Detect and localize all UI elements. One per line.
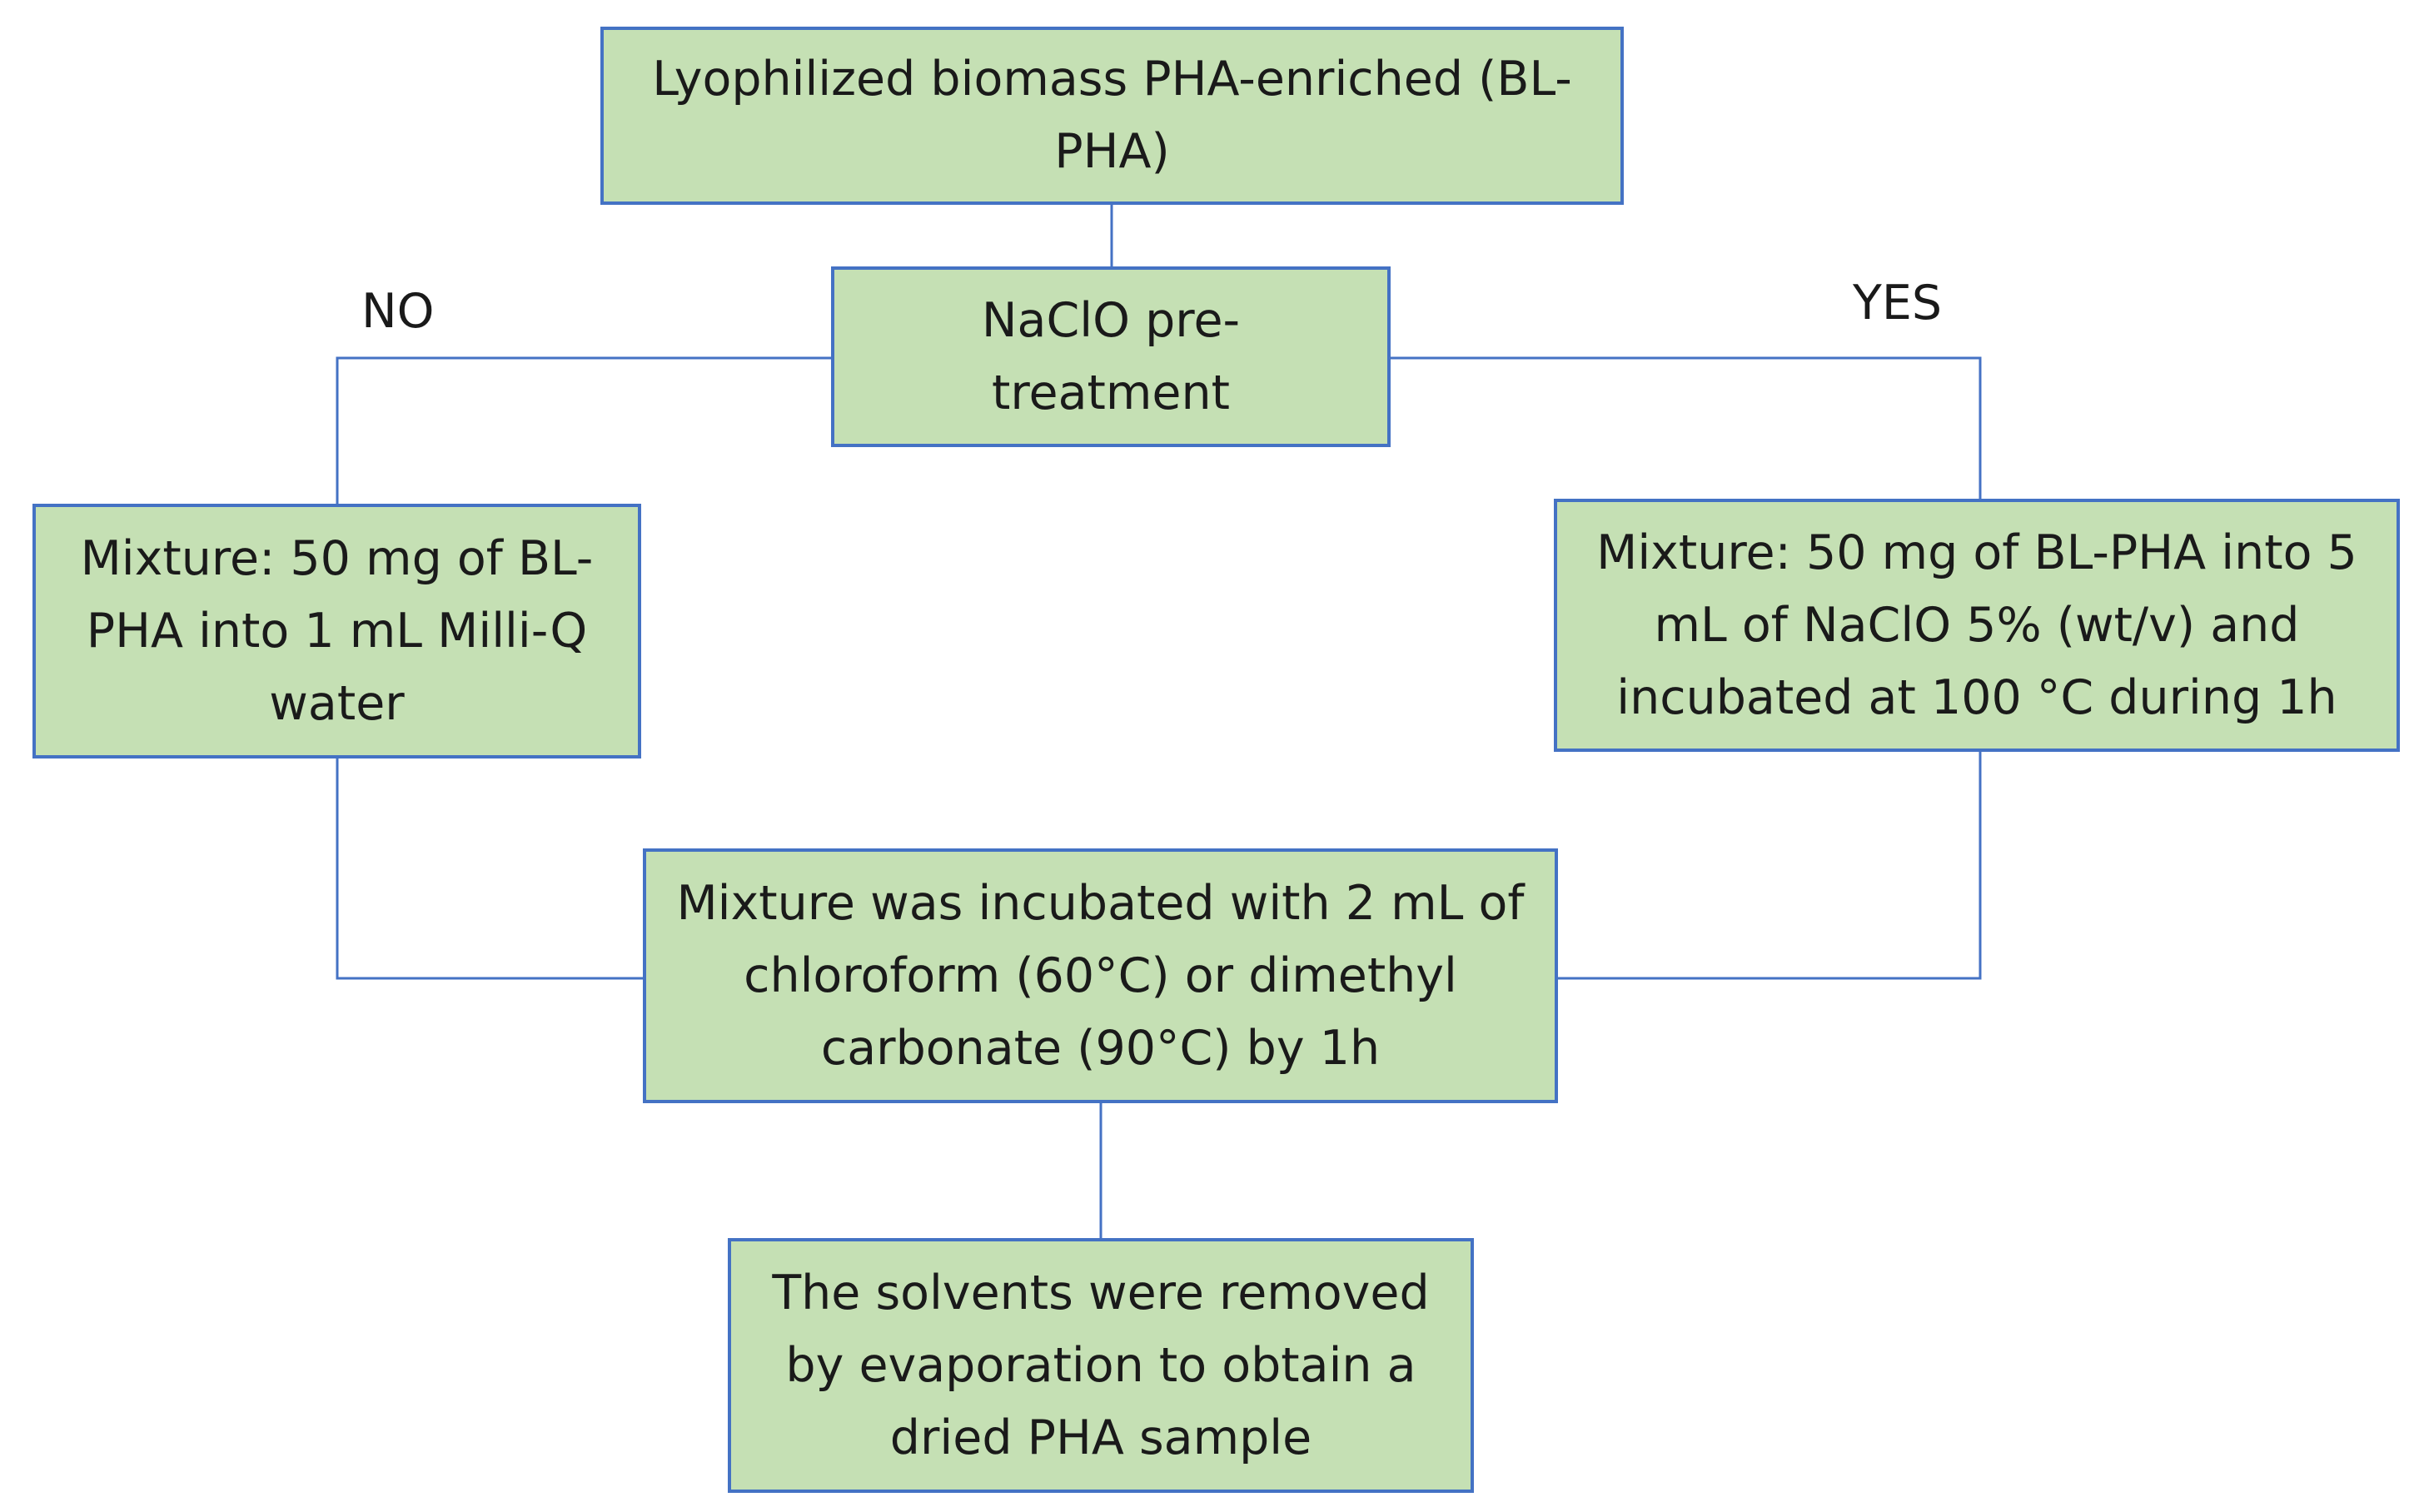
incubation-box: Mixture was incubated with 2 mL of chlor… xyxy=(643,848,1558,1103)
start-box-lyophilized-biomass: Lyophilized biomass PHA-enriched (BL-PHA… xyxy=(600,27,1624,205)
decision-box-text: NaClO pre-treatment xyxy=(981,292,1241,420)
final-step-box: The solvents were removed by evaporation… xyxy=(728,1238,1474,1493)
no-branch-mixture-text: Mixture: 50 mg of BL-PHA into 1 mL Milli… xyxy=(80,530,594,731)
no-branch-mixture-box: Mixture: 50 mg of BL-PHA into 1 mL Milli… xyxy=(32,504,641,758)
yes-branch-mixture-text: Mixture: 50 mg of BL-PHA into 5 mL of Na… xyxy=(1596,525,2357,725)
decision-box-naclo-pretreatment: NaClO pre-treatment xyxy=(831,266,1391,447)
start-box-text: Lyophilized biomass PHA-enriched (BL-PHA… xyxy=(652,52,1572,179)
branch-label-no: NO xyxy=(361,284,435,339)
final-step-text: The solvents were removed by evaporation… xyxy=(772,1265,1430,1465)
connector-decision-to-yes-branch xyxy=(1391,356,1982,499)
connector-decision-to-no-branch xyxy=(336,356,831,504)
connector-yes-branch-to-incubation xyxy=(1558,752,1982,980)
yes-branch-mixture-box: Mixture: 50 mg of BL-PHA into 5 mL of Na… xyxy=(1554,499,2400,752)
connector-no-branch-to-incubation xyxy=(336,758,643,980)
incubation-text: Mixture was incubated with 2 mL of chlor… xyxy=(676,875,1525,1076)
branch-label-yes: YES xyxy=(1853,276,1943,331)
